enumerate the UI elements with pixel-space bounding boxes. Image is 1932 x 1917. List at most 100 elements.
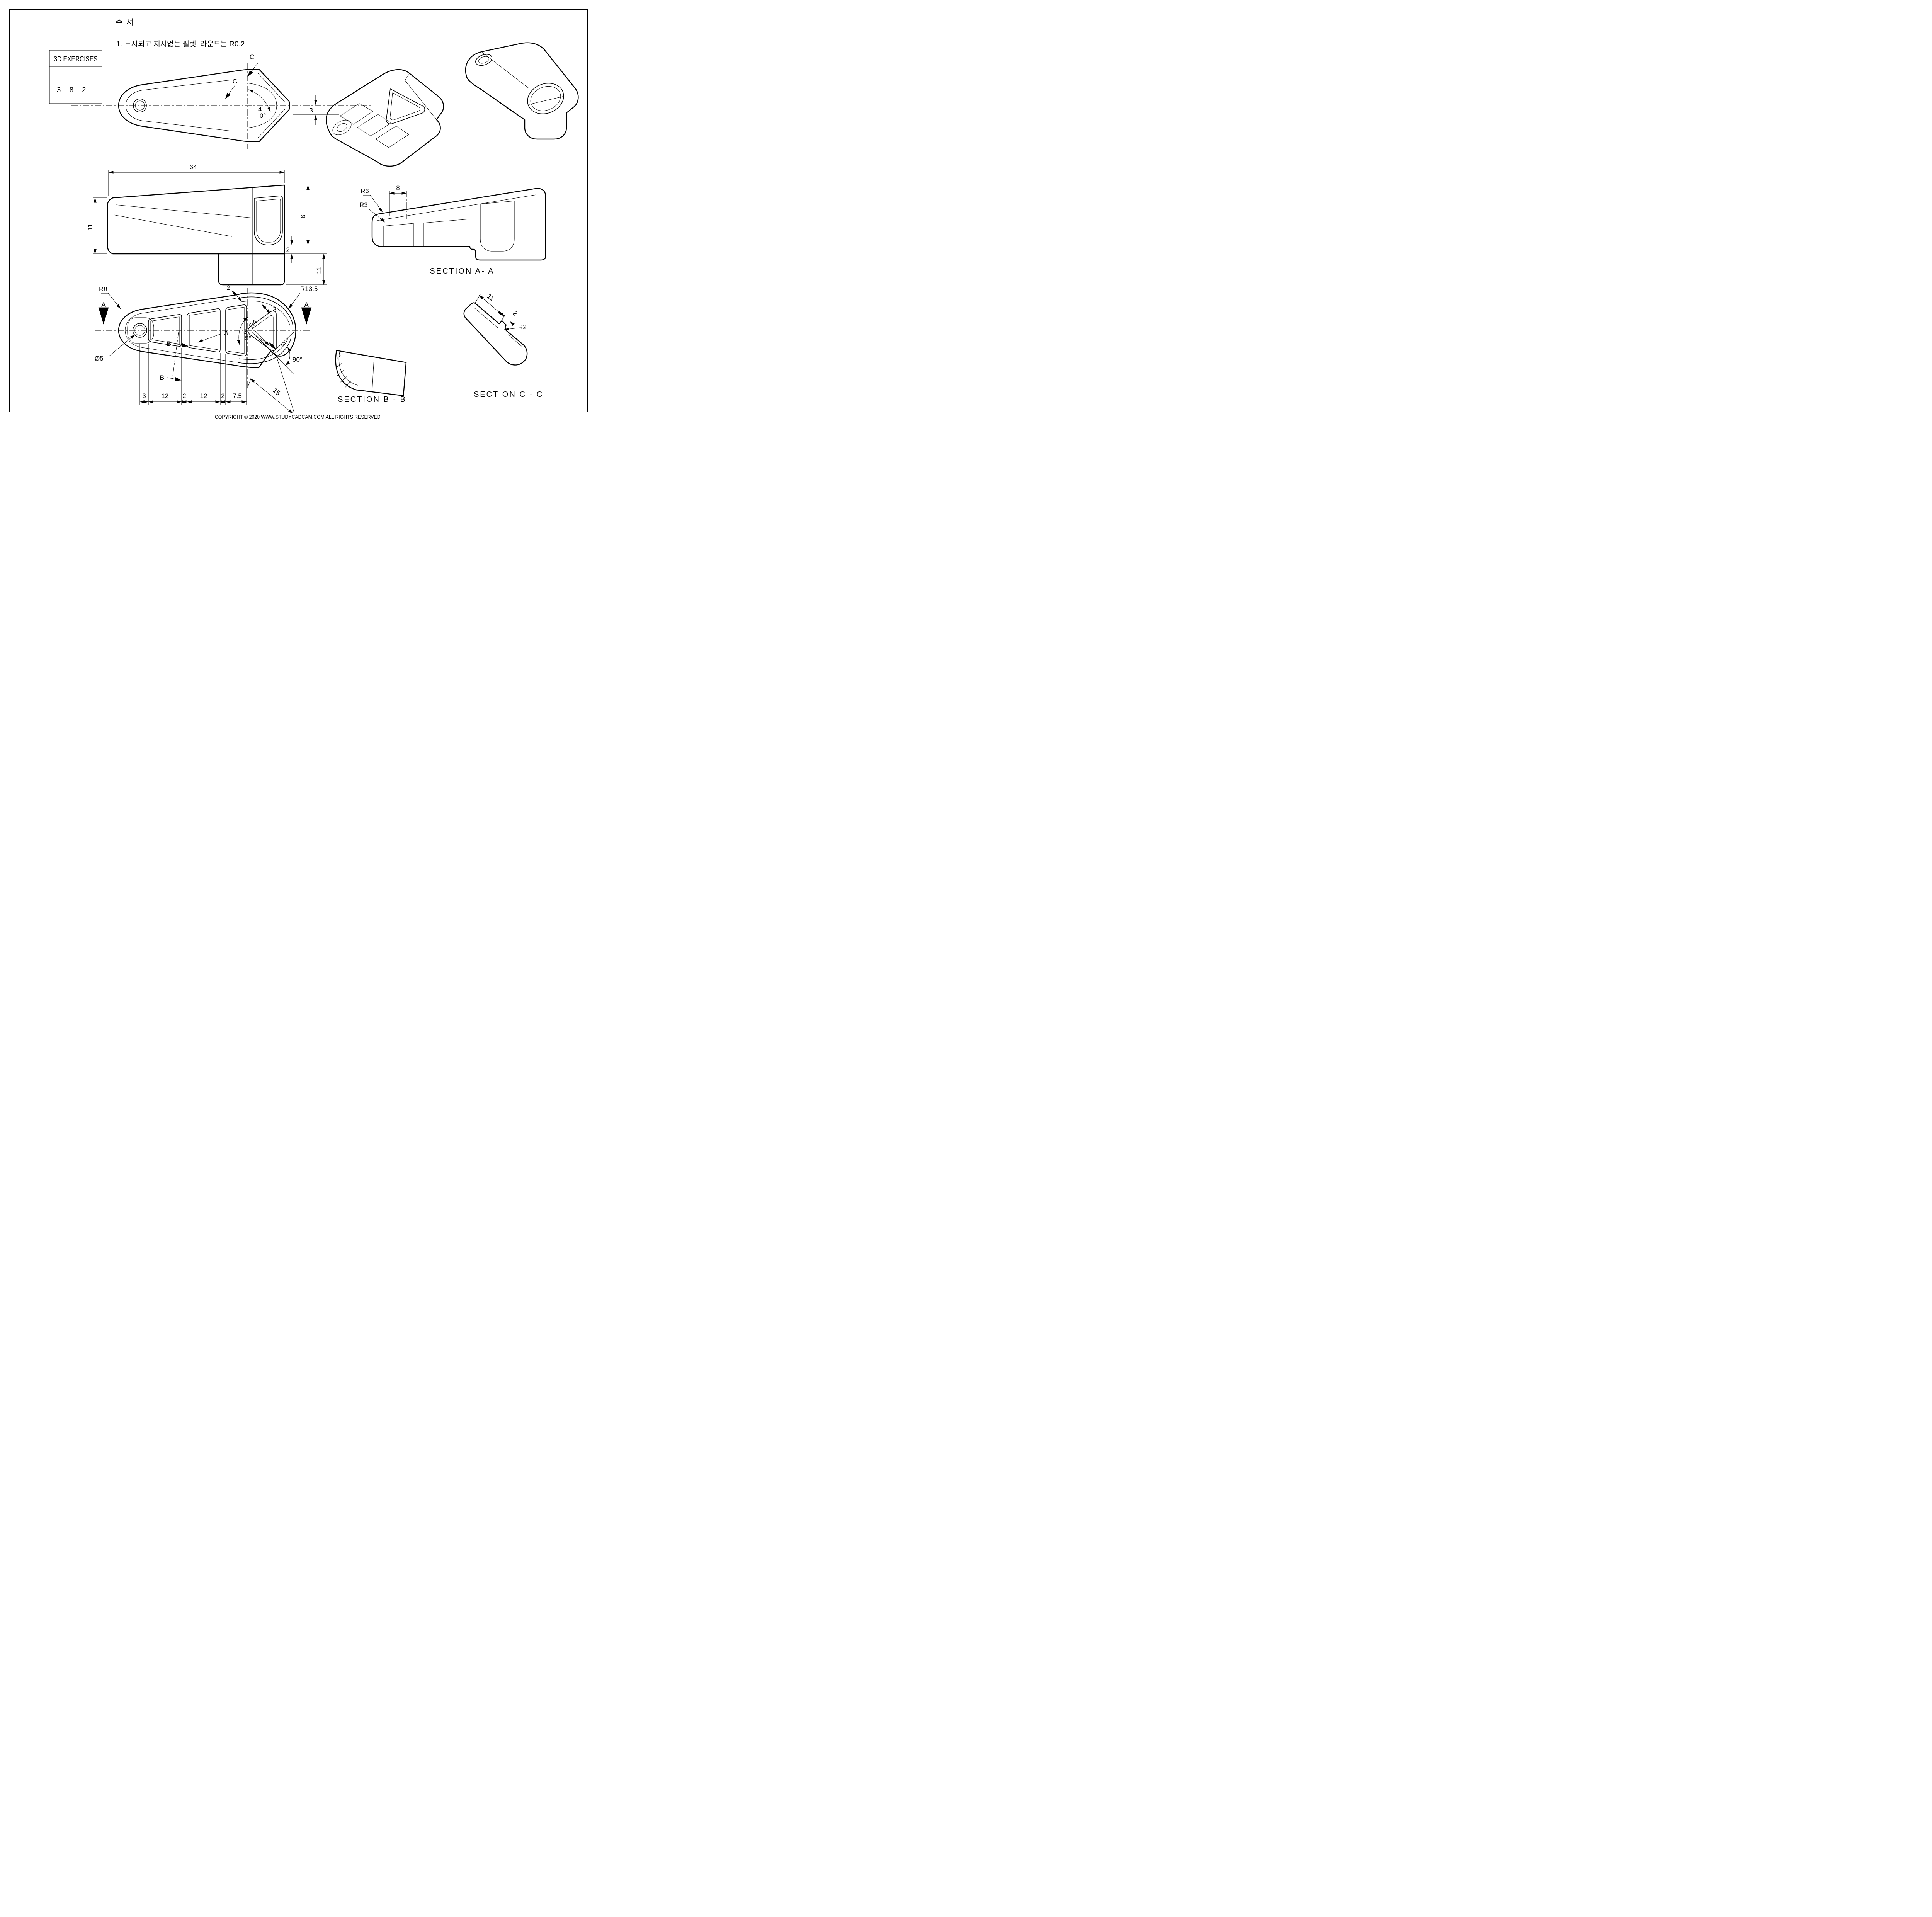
iso1-hub	[332, 120, 352, 135]
bb-divider	[372, 358, 374, 391]
front-tangent-2	[113, 214, 232, 237]
aa-r6-leader	[363, 195, 383, 213]
top-view-outline	[118, 69, 290, 142]
notes-title: 주 서	[116, 18, 134, 27]
front-tangent-1	[116, 204, 253, 218]
iso1-boss-edge	[405, 73, 437, 120]
iso1-rib-opening-3	[375, 126, 409, 148]
bv-dim-15: 15	[271, 386, 282, 397]
dim-40-l2: 0°	[260, 112, 266, 119]
bv-dim-35-l1: 3	[243, 328, 247, 335]
drawing-sheet: 주 서 1. 도시되고 지시없는 필렛, 라운드는 R0.2 3D EXERCI…	[0, 0, 597, 422]
dim-11-left: 11	[87, 224, 94, 231]
front-view: 64 11 6 2 11	[87, 163, 327, 286]
bv-r8: R8	[99, 286, 107, 293]
bv-section-a-label-right: A	[304, 301, 309, 308]
bv-opening-3-outer	[225, 304, 247, 356]
bv-band-bottom-inner	[238, 338, 288, 360]
cc-r2-leader	[504, 327, 517, 331]
cad-drawing: 주 서 1. 도시되고 지시없는 필렛, 라운드는 R0.2 3D EXERCI…	[9, 9, 588, 420]
cc-dim-2-arrow-2	[510, 321, 515, 326]
section-c-arrow-2	[225, 85, 235, 99]
section-aa-view: 8 R6 R3 SECTION A- A	[359, 184, 546, 276]
bv-opening-1-outer	[148, 314, 182, 347]
iso2-top-edge	[481, 51, 529, 88]
front-outline	[107, 184, 285, 255]
bv-r135-leader	[288, 293, 327, 309]
dim-11-right: 11	[315, 267, 323, 274]
bv-dim-35-arc	[237, 316, 248, 345]
bv-15-ext-1	[247, 378, 252, 389]
section-cc-title: SECTION C - C	[474, 390, 543, 399]
cc-inner-edge-1	[474, 308, 498, 328]
bv-cap-edge	[125, 313, 144, 348]
title-block-col1: 3	[57, 86, 61, 94]
bv-dim-90: 90°	[293, 356, 303, 363]
iso1-rib-opening-2	[357, 114, 391, 136]
bv-slot-edge-2	[259, 338, 275, 354]
copyright: COPYRIGHT © 2020 WWW.STUDYCADCAM.COM ALL…	[215, 414, 382, 420]
bv-r4-leader	[255, 330, 270, 346]
bv-band-top-outer	[238, 296, 293, 326]
bv-dim-35-l2: 5°	[245, 335, 251, 342]
aa-dim-8: 8	[396, 184, 400, 192]
bv-dim-rib3: 3	[224, 330, 228, 337]
notes-line1: 1. 도시되고 지시없는 필렛, 라운드는 R0.2	[116, 40, 245, 48]
sheet-border	[9, 9, 588, 412]
section-bb-title: SECTION B - B	[338, 395, 406, 404]
dim-40-arc	[248, 89, 271, 112]
section-c-label-2: C	[233, 78, 237, 85]
iso2-pocket-floor-edge	[529, 96, 563, 105]
bv-section-b-arrow-2	[167, 377, 182, 381]
bv-section-b-label-1: B	[167, 340, 171, 347]
bv-section-b-label-2: B	[160, 374, 164, 381]
bb-inner-curve	[338, 352, 358, 386]
bv-r8-leader	[101, 293, 121, 309]
aa-slab-edge	[376, 194, 537, 221]
bv-chain-75: 7.5	[233, 392, 242, 400]
iso1-outline	[326, 69, 444, 167]
bv-taper-edge-1	[143, 298, 236, 313]
bv-15-ext-2	[276, 354, 295, 414]
bv-taper-edge-2	[143, 347, 235, 362]
iso-view-bottom	[326, 69, 444, 167]
section-c-arrow-1	[247, 62, 259, 77]
top-view-hole-outer	[133, 99, 147, 112]
cc-outline	[463, 302, 528, 366]
bv-hub	[127, 317, 154, 344]
iso1-rib-opening-1	[340, 103, 373, 125]
dim-3-offset: 3	[310, 107, 313, 114]
iso1-hub-hole	[337, 123, 347, 132]
bv-r135: R13.5	[300, 285, 318, 293]
bv-dim-slot3: 3	[279, 340, 287, 349]
bv-90-ray-1	[272, 352, 294, 374]
title-block: 3D EXERCISES 3 8 2	[49, 50, 102, 104]
front-pocket-outer	[254, 196, 283, 245]
cc-r2: R2	[518, 323, 527, 331]
aa-r3: R3	[359, 201, 368, 209]
iso2-hole-outer	[475, 54, 492, 66]
bv-band-top-inner	[239, 301, 290, 326]
bottom-view: A A B B R8 Ø5 R13.5 2 3 3 3 5° R4 3	[95, 284, 327, 414]
top-view-pocket-rim	[247, 83, 277, 128]
cc-dim-11-line	[479, 295, 503, 315]
aa-r3-leader	[362, 209, 385, 223]
top-view-chamfer-edge-1	[258, 73, 286, 103]
bv-opening-3-inner	[228, 307, 245, 354]
aa-opening-2	[423, 219, 469, 247]
iso2-hole-inner	[478, 56, 489, 64]
bv-band-bottom-outer	[237, 338, 291, 364]
bv-90-arc	[285, 347, 291, 366]
top-view-chamfer-edge-2	[258, 109, 286, 138]
bv-chain-12b: 12	[200, 392, 207, 400]
top-view-taper-edge-2	[143, 121, 231, 131]
bv-chain-2b: 2	[221, 392, 224, 400]
aa-outline	[371, 188, 546, 261]
title-block-frame	[49, 50, 102, 104]
front-pocket-inner	[256, 199, 281, 243]
dim-2: 2	[286, 246, 290, 253]
bv-chain-2a: 2	[182, 392, 186, 400]
section-c-label-1: C	[250, 53, 254, 61]
section-aa-title: SECTION A- A	[430, 267, 494, 276]
bv-dim-2-line	[231, 290, 242, 302]
